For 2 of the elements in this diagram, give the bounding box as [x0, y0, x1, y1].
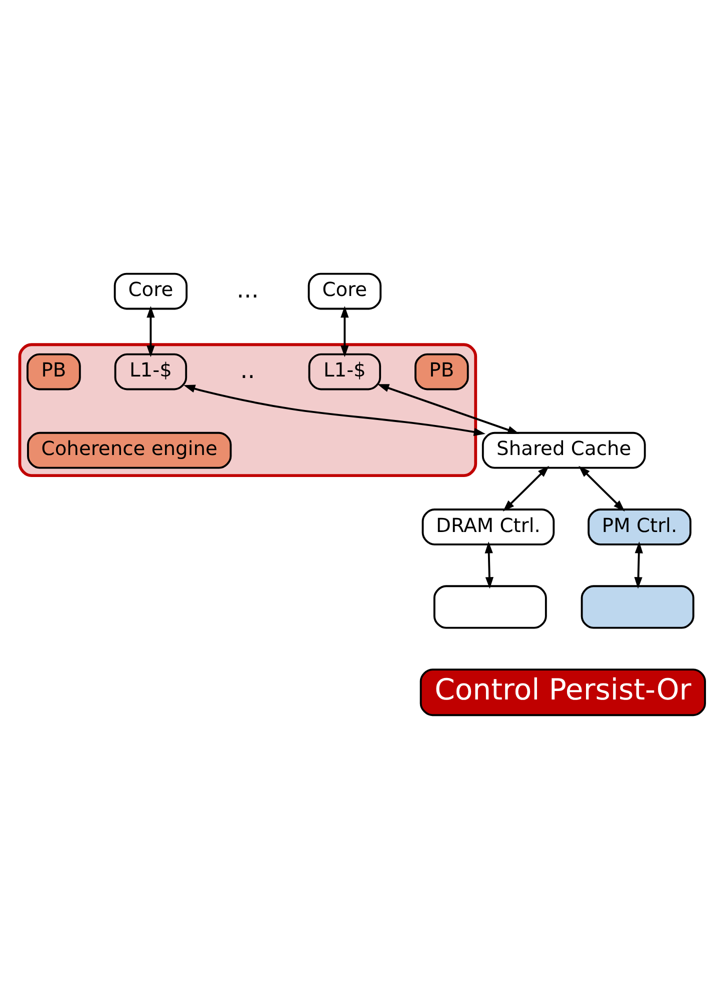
label: ..	[240, 356, 256, 384]
label: ...	[236, 276, 259, 304]
